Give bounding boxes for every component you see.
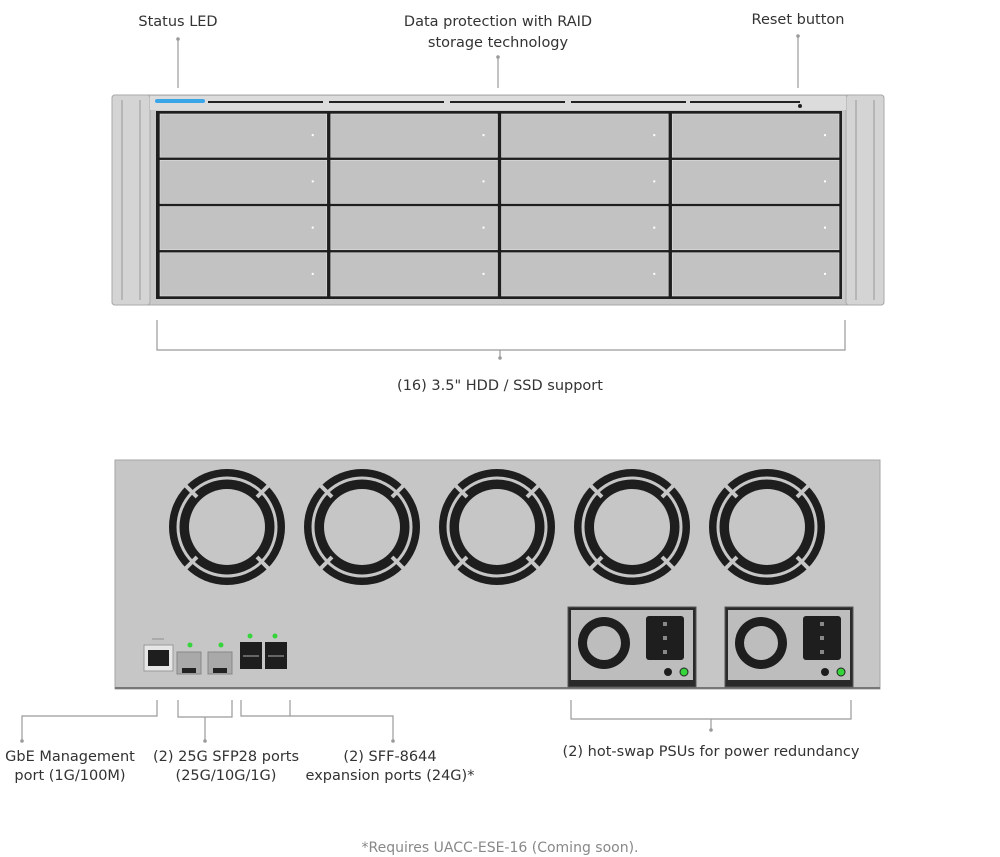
drive-bay[interactable] [501, 113, 669, 158]
drive-led [653, 272, 656, 275]
drive-bay[interactable] [671, 113, 840, 158]
fans [169, 469, 825, 585]
drive-led [311, 180, 314, 183]
sfp28-port-1[interactable] [176, 642, 202, 675]
drive-bay[interactable] [671, 252, 840, 297]
reset-button[interactable] [798, 104, 802, 108]
drive-led [311, 272, 314, 275]
drive-bay[interactable] [159, 159, 328, 204]
sff8644-port-2[interactable] [265, 633, 287, 670]
sfp28-label-line2: (25G/10G/1G) [176, 768, 277, 784]
drive-bay[interactable] [671, 206, 840, 251]
gbe-label-line2: port (1G/100M) [14, 768, 125, 784]
drive-led [482, 272, 485, 275]
drive-led [482, 180, 485, 183]
fan-grille [304, 469, 420, 585]
callout-reset: Reset button [752, 12, 845, 88]
fan-grille [574, 469, 690, 585]
drive-led [824, 226, 826, 229]
psu-status-led [679, 667, 689, 677]
callout-raid: Data protection with RAID storage techno… [404, 14, 592, 88]
drive-led [824, 134, 826, 137]
gbe-management-port[interactable] [143, 638, 174, 672]
footnote: *Requires UACC-ESE-16 (Coming soon). [362, 840, 639, 856]
drive-led [653, 226, 656, 229]
right-rack-ear [845, 94, 885, 306]
sff8644-port-1[interactable] [240, 633, 262, 670]
drive-support-label: (16) 3.5" HDD / SSD support [397, 378, 603, 394]
drive-bay[interactable] [159, 206, 328, 251]
callout-psu: (2) hot-swap PSUs for power redundancy [563, 700, 860, 760]
fan-grille [709, 469, 825, 585]
callout-drive-support: (16) 3.5" HDD / SSD support [156, 320, 846, 394]
raid-label-line1: Data protection with RAID [404, 14, 592, 30]
callout-sff8644: (2) SFF-8644 expansion ports (24G)* [240, 700, 475, 784]
drive-bays [159, 113, 840, 297]
rear-chassis [114, 459, 881, 690]
drive-bay[interactable] [501, 206, 669, 251]
drive-led [311, 226, 314, 229]
sff8644-label-line2: expansion ports (24G)* [306, 768, 475, 784]
drive-bay[interactable] [330, 252, 498, 297]
front-chassis [111, 94, 885, 306]
drive-led [482, 134, 485, 137]
callout-sfp28: (2) 25G SFP28 ports (25G/10G/1G) [153, 700, 299, 784]
sff8644-label-line1: (2) SFF-8644 [343, 749, 436, 765]
sfp28-port-2[interactable] [207, 642, 233, 675]
status-led [155, 99, 205, 103]
psu-status-led [836, 667, 846, 677]
status-led-label: Status LED [138, 14, 217, 30]
drive-led [482, 226, 485, 229]
psu-module[interactable] [724, 606, 854, 688]
fan-grille [169, 469, 285, 585]
left-rack-ear [111, 94, 151, 306]
drive-bay[interactable] [671, 159, 840, 204]
callout-status-led: Status LED [138, 14, 218, 88]
drive-led [653, 134, 656, 137]
drive-bay[interactable] [159, 252, 328, 297]
drive-led [653, 180, 656, 183]
drive-bay[interactable] [330, 113, 498, 158]
reset-button-label: Reset button [752, 12, 845, 28]
drive-led [824, 272, 826, 275]
drive-bay[interactable] [330, 206, 498, 251]
drive-bay[interactable] [330, 159, 498, 204]
psu-label: (2) hot-swap PSUs for power redundancy [563, 744, 860, 760]
gbe-label-line1: GbE Management [5, 749, 135, 765]
drive-led [311, 134, 314, 137]
sfp28-label-line1: (2) 25G SFP28 ports [153, 749, 299, 765]
drive-bay[interactable] [159, 113, 328, 158]
drive-bay[interactable] [501, 252, 669, 297]
raid-label-line2: storage technology [428, 35, 569, 51]
psus [567, 606, 854, 688]
drive-bay[interactable] [501, 159, 669, 204]
drive-led [824, 180, 826, 183]
callout-gbe: GbE Management port (1G/100M) [5, 700, 158, 784]
psu-module[interactable] [567, 606, 697, 688]
fan-grille [439, 469, 555, 585]
